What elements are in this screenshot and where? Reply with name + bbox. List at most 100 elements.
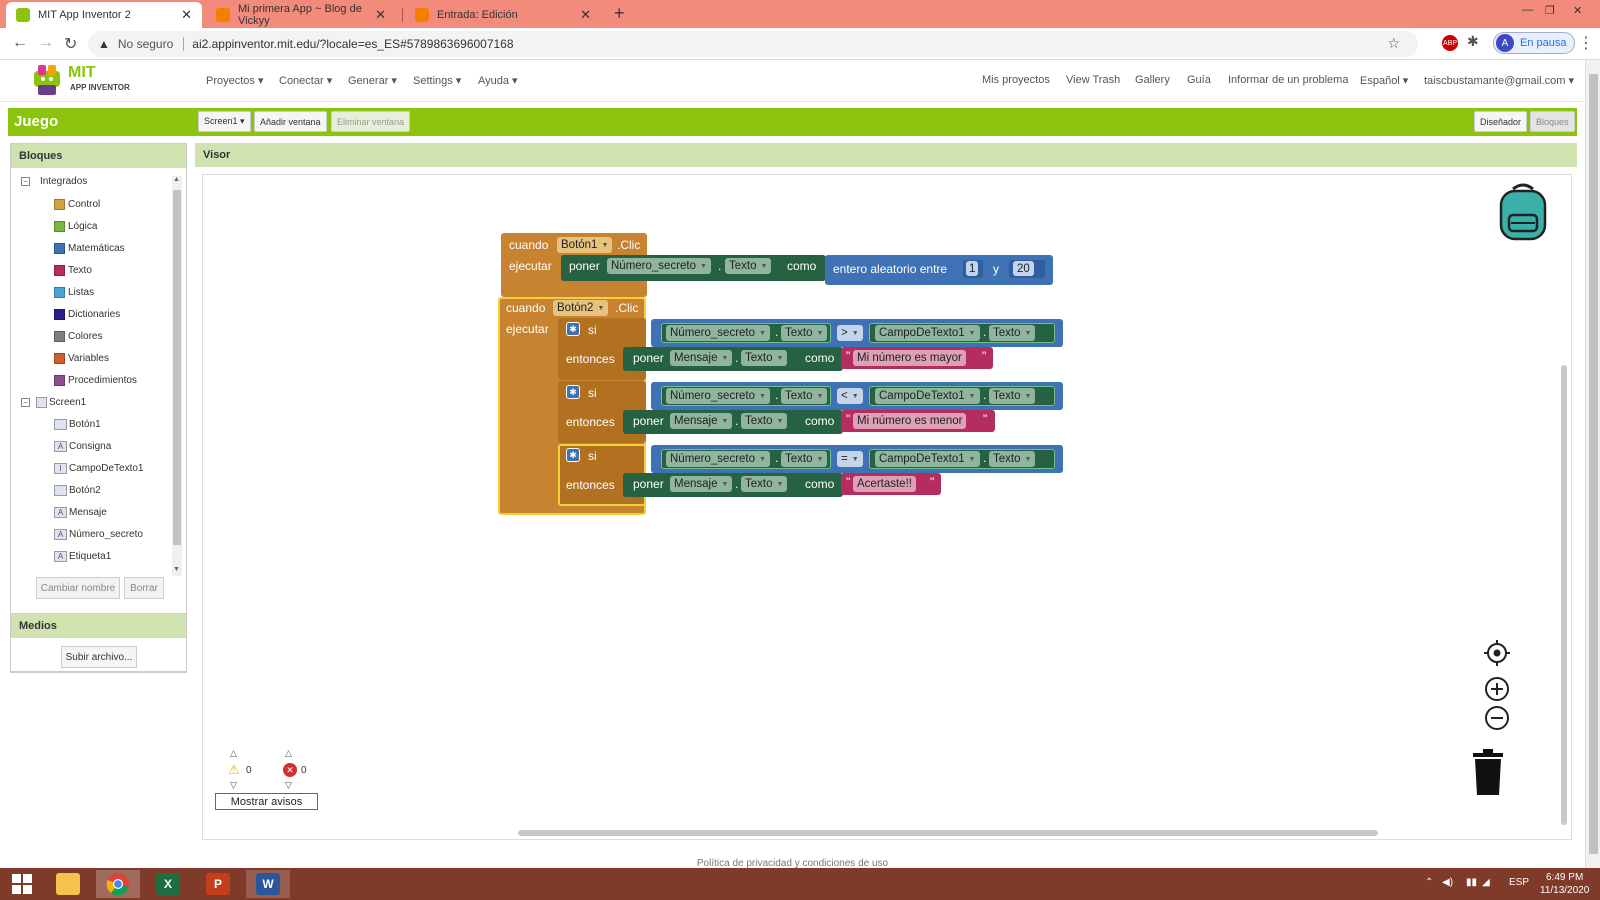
- trash-icon[interactable]: [1471, 749, 1505, 797]
- powerpoint-icon[interactable]: P: [196, 870, 240, 898]
- text-field-menor[interactable]: Mi número es menor: [853, 413, 967, 429]
- address-bar[interactable]: ▲ No seguro ai2.appinventor.mit.edu/?loc…: [88, 31, 1418, 57]
- close-window-icon[interactable]: ✕: [1573, 5, 1583, 17]
- file-explorer-icon[interactable]: [46, 870, 90, 898]
- operator-dropdown[interactable]: =▼: [837, 451, 863, 467]
- rename-button[interactable]: Cambiar nombre: [36, 577, 120, 599]
- tree-item-etiqueta1[interactable]: A Etiqueta1: [54, 551, 111, 562]
- set-property-dropdown[interactable]: Texto▼: [741, 476, 788, 492]
- tree-item-mensaje[interactable]: A Mensaje: [54, 507, 107, 518]
- tree-item-variables[interactable]: Variables: [54, 353, 109, 364]
- page-scrollbar-thumb[interactable]: [1589, 74, 1598, 854]
- set-target-dropdown[interactable]: Mensaje▼: [670, 413, 733, 429]
- tab-entrada[interactable]: Entrada: Edición ✕: [405, 2, 601, 28]
- tree-item-boton1[interactable]: Botón1: [54, 419, 101, 430]
- tree-item-consigna[interactable]: A Consigna: [54, 441, 111, 452]
- collapse-icon[interactable]: −: [21, 177, 30, 186]
- operator-dropdown[interactable]: >▼: [837, 325, 863, 341]
- delete-button[interactable]: Borrar: [124, 577, 164, 599]
- getter-property-dropdown[interactable]: Texto▼: [989, 451, 1036, 467]
- menu-ayuda[interactable]: Ayuda ▾: [478, 75, 518, 87]
- number-field-to[interactable]: 20: [1013, 261, 1034, 276]
- menu-informar[interactable]: Informar de un problema: [1228, 74, 1349, 86]
- prev-warning-icon[interactable]: △: [230, 748, 237, 758]
- getter-component-dropdown[interactable]: CampoDeTexto1▼: [875, 388, 980, 404]
- excel-icon[interactable]: X: [146, 870, 190, 898]
- tree-item-logica[interactable]: Lógica: [54, 221, 97, 232]
- text-field-acertaste[interactable]: Acertaste!!: [853, 476, 916, 492]
- tree-item-texto[interactable]: Texto: [54, 265, 92, 276]
- tree-item-boton2[interactable]: Botón2: [54, 485, 101, 496]
- set-target-dropdown[interactable]: Número_secreto▼: [607, 258, 711, 274]
- tree-scrollbar[interactable]: ▲ ▼: [172, 176, 182, 576]
- prev-error-icon[interactable]: △: [285, 748, 292, 758]
- mutator-gear-icon[interactable]: ✱: [566, 322, 580, 336]
- tree-item-campodetexto1[interactable]: I CampoDeTexto1: [54, 463, 143, 474]
- wifi-icon[interactable]: ◢: [1482, 877, 1490, 888]
- collapse-icon[interactable]: −: [21, 398, 30, 407]
- menu-settings[interactable]: Settings ▾: [413, 75, 462, 87]
- tree-screen1[interactable]: − Screen1: [21, 397, 86, 408]
- close-tab-icon[interactable]: ✕: [580, 7, 591, 22]
- mutator-gear-icon[interactable]: ✱: [566, 385, 580, 399]
- footer-privacy-link[interactable]: Política de privacidad y condiciones de …: [0, 852, 1585, 868]
- menu-gallery[interactable]: Gallery: [1135, 74, 1170, 86]
- component-dropdown-boton1[interactable]: Botón1▼: [557, 237, 613, 253]
- tree-item-matematicas[interactable]: Matemáticas: [54, 243, 125, 254]
- number-field-from[interactable]: 1: [966, 261, 979, 276]
- star-icon[interactable]: ☆: [1387, 35, 1400, 51]
- set-property-dropdown[interactable]: Texto▼: [741, 350, 788, 366]
- menu-conectar[interactable]: Conectar ▾: [279, 75, 333, 87]
- screen-select[interactable]: Screen1 ▾: [198, 111, 251, 132]
- tab-blog[interactable]: Mi primera App ~ Blog de Vickyy ✕: [206, 2, 396, 28]
- getter-property-dropdown[interactable]: Texto▼: [781, 451, 828, 467]
- tree-item-control[interactable]: Control: [54, 199, 100, 210]
- new-tab-button[interactable]: +: [614, 3, 625, 23]
- zoom-in-icon[interactable]: [1483, 675, 1511, 703]
- windows-start-icon[interactable]: [0, 870, 44, 898]
- getter-property-dropdown[interactable]: Texto▼: [989, 388, 1036, 404]
- menu-guia[interactable]: Guía: [1187, 74, 1211, 86]
- blocks-workspace[interactable]: cuando Botón1▼ .Clic ejecutar poner Núme…: [202, 174, 1572, 840]
- getter-property-dropdown[interactable]: Texto▼: [781, 388, 828, 404]
- getter-property-dropdown[interactable]: Texto▼: [989, 325, 1036, 341]
- set-block-mensaje[interactable]: [623, 473, 843, 497]
- menu-account[interactable]: taiscbustamante@gmail.com ▾: [1424, 75, 1574, 87]
- getter-property-dropdown[interactable]: Texto▼: [781, 325, 828, 341]
- word-icon[interactable]: W: [246, 870, 290, 898]
- tree-item-procedimientos[interactable]: Procedimientos: [54, 375, 137, 386]
- upload-file-button[interactable]: Subir archivo...: [61, 646, 137, 668]
- network-icon[interactable]: ▮▮: [1466, 877, 1478, 888]
- menu-view-trash[interactable]: View Trash: [1066, 74, 1121, 86]
- volume-icon[interactable]: ◀): [1442, 877, 1454, 888]
- getter-component-dropdown[interactable]: Número_secreto▼: [666, 325, 770, 341]
- forward-icon[interactable]: →: [38, 34, 54, 51]
- tree-integrados[interactable]: − Integrados: [21, 176, 87, 187]
- close-tab-icon[interactable]: ✕: [181, 7, 192, 22]
- back-icon[interactable]: ←: [12, 34, 28, 51]
- page-scrollbar[interactable]: [1585, 60, 1600, 868]
- zoom-out-icon[interactable]: [1483, 704, 1511, 732]
- close-tab-icon[interactable]: ✕: [375, 7, 386, 22]
- recenter-icon[interactable]: [1483, 639, 1511, 667]
- set-block-mensaje[interactable]: [623, 410, 843, 434]
- tree-item-numero-secreto[interactable]: A Número_secreto: [54, 529, 143, 540]
- set-target-dropdown[interactable]: Mensaje▼: [670, 350, 733, 366]
- operator-dropdown[interactable]: <▼: [837, 388, 863, 404]
- backpack-icon[interactable]: [1493, 181, 1553, 243]
- designer-button[interactable]: Diseñador: [1474, 111, 1528, 132]
- getter-component-dropdown[interactable]: CampoDeTexto1▼: [875, 451, 980, 467]
- app-inventor-logo[interactable]: MIT APP INVENTOR: [32, 62, 142, 98]
- next-error-icon[interactable]: ▽: [285, 780, 292, 790]
- component-dropdown-boton2[interactable]: Botón2▼: [553, 300, 609, 316]
- system-clock[interactable]: 6:49 PM 11/13/2020: [1540, 871, 1589, 897]
- text-field-mayor[interactable]: Mi número es mayor: [853, 350, 966, 366]
- getter-component-dropdown[interactable]: CampoDeTexto1▼: [875, 325, 980, 341]
- tree-scrollbar-thumb[interactable]: [173, 190, 181, 545]
- workspace-horizontal-scrollbar[interactable]: [518, 830, 1378, 836]
- tab-mit-app-inventor[interactable]: MIT App Inventor 2 ✕: [6, 2, 202, 28]
- mutator-gear-icon[interactable]: ✱: [566, 448, 580, 462]
- reload-icon[interactable]: ↻: [64, 36, 78, 53]
- menu-idioma[interactable]: Español ▾: [1360, 75, 1409, 87]
- getter-component-dropdown[interactable]: Número_secreto▼: [666, 451, 770, 467]
